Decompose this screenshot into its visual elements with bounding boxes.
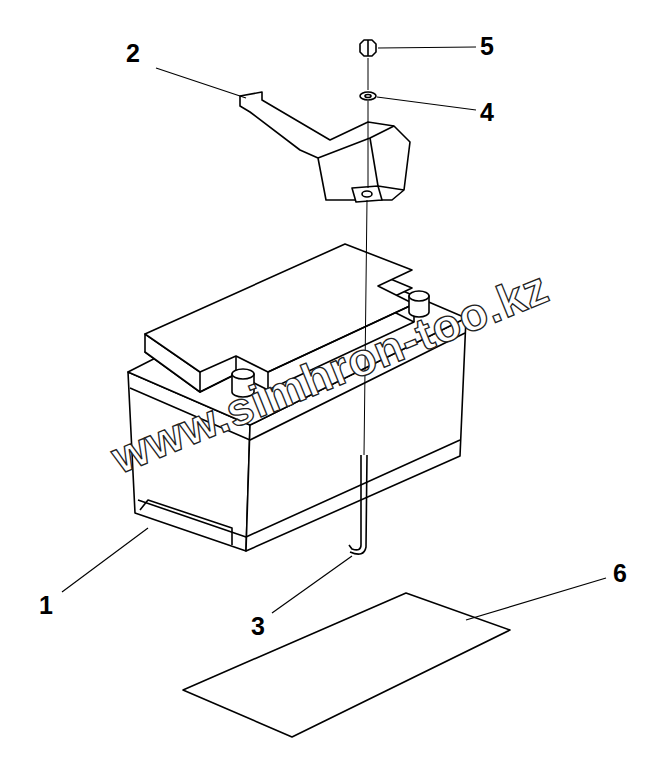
leader-line bbox=[466, 578, 606, 620]
battery-pad bbox=[183, 593, 510, 737]
bracket-tab bbox=[352, 186, 382, 202]
nut bbox=[360, 40, 376, 56]
callout-number: 6 bbox=[613, 561, 627, 586]
leader-line bbox=[156, 68, 246, 98]
hook-rod bbox=[349, 455, 367, 554]
axis-line bbox=[368, 58, 369, 90]
callout-number: 4 bbox=[480, 100, 494, 125]
leader-line bbox=[378, 47, 476, 48]
washer bbox=[360, 92, 376, 100]
callout-number: 5 bbox=[480, 34, 494, 59]
leader-line bbox=[272, 556, 352, 613]
leader-line bbox=[62, 528, 148, 592]
battery-clamp-bracket bbox=[240, 92, 410, 200]
callout-number: 2 bbox=[126, 41, 140, 66]
leader-line bbox=[377, 97, 476, 110]
callout-number: 3 bbox=[251, 614, 265, 639]
callout-number: 1 bbox=[39, 593, 53, 618]
